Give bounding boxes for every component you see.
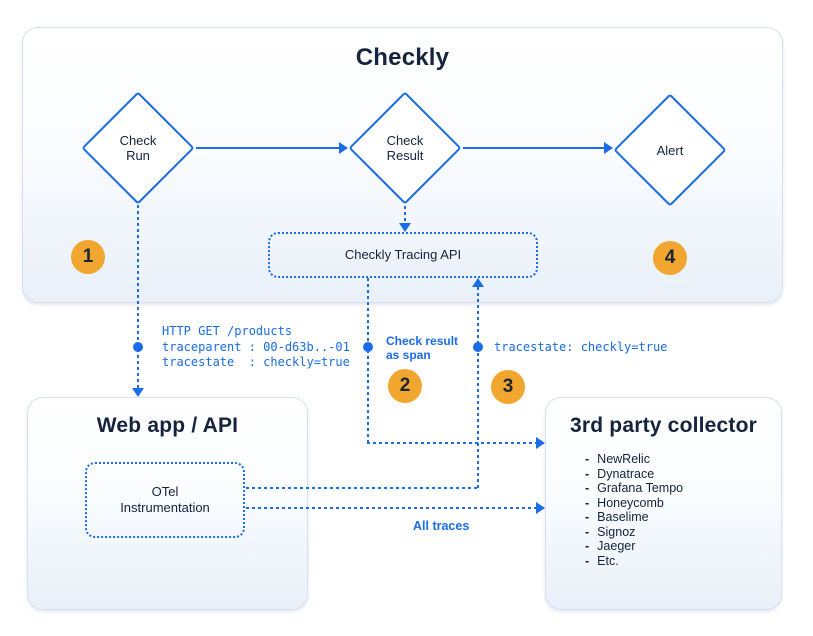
arrow-checkrun-to-checkresult-line [196, 147, 339, 149]
arrow-otel-to-tracingapi-head [472, 278, 484, 287]
tracing-api-box: Checkly Tracing API [268, 232, 538, 278]
list-bullet: - [585, 495, 590, 510]
arrow-checkresult-to-alert-head [604, 142, 613, 154]
collector-item-label: Etc. [597, 553, 619, 568]
list-item: -NewRelic [585, 452, 683, 467]
collector-item-label: Baselime [597, 510, 649, 524]
arrow-otel-to-tracingapi-vline [477, 287, 479, 488]
step-badge-3: 3 [491, 370, 525, 404]
trace-dot-3 [473, 342, 483, 352]
node-check-result: Check Result [348, 91, 462, 205]
list-bullet: - [585, 553, 590, 568]
collector-item-label: Jaeger [597, 539, 636, 553]
arrow-tracingapi-to-collector-hline [367, 442, 536, 444]
otel-instrumentation-box: OTel Instrumentation [85, 462, 245, 538]
arrow-checkrun-to-webapp-line [137, 205, 139, 388]
collector-panel [545, 397, 782, 610]
arrow-checkrun-to-webapp-head [132, 388, 144, 397]
arrow-checkrun-to-checkresult-head [339, 142, 348, 154]
arrow-otel-to-tracingapi-hline [246, 487, 479, 489]
collector-item-label: Honeycomb [597, 495, 664, 510]
list-item: -Baselime [585, 510, 683, 525]
web-app-title: Web app / API [96, 414, 239, 437]
node-alert-label: Alert [656, 142, 684, 158]
collector-title: 3rd party collector [569, 414, 758, 437]
list-bullet: - [585, 539, 590, 553]
list-bullet: - [585, 510, 590, 524]
list-bullet: - [585, 466, 590, 481]
collector-item-label: Grafana Tempo [597, 481, 684, 495]
collector-item-label: Signoz [597, 524, 636, 539]
http-request-annotation: HTTP GET /products traceparent : 00-d63b… [162, 324, 350, 369]
all-traces-label: All traces [413, 519, 470, 533]
step-badge-1: 1 [71, 240, 105, 274]
arrow-tracingapi-to-collector-vline [367, 278, 369, 443]
trace-dot-2 [363, 342, 373, 352]
arrow-tracingapi-to-collector-head [536, 437, 545, 449]
check-result-as-span-label: Check result as span [386, 334, 459, 362]
web-app-panel [27, 397, 308, 610]
list-bullet: - [585, 452, 590, 466]
collector-list: -NewRelic -Dynatrace -Grafana Tempo -Hon… [585, 452, 683, 568]
arrow-otel-to-collector-line [246, 507, 536, 509]
list-item: -Dynatrace [585, 467, 683, 482]
node-check-run: Check Run [81, 91, 195, 205]
step-badge-2: 2 [388, 369, 422, 403]
arrow-checkresult-to-tracingapi-line [404, 206, 406, 223]
list-bullet: - [585, 524, 590, 539]
list-item: -Etc. [585, 554, 683, 569]
trace-dot-1 [133, 342, 143, 352]
tracestate-annotation: tracestate: checkly=true [494, 340, 668, 354]
arrow-checkresult-to-alert-line [463, 147, 604, 149]
collector-item-label: Dynatrace [597, 466, 655, 481]
list-item: -Honeycomb [585, 496, 683, 511]
node-check-run-label: Check Run [119, 133, 157, 163]
list-item: -Signoz [585, 525, 683, 540]
list-item: -Jaeger [585, 539, 683, 554]
collector-item-label: NewRelic [597, 452, 650, 466]
node-alert: Alert [613, 93, 727, 207]
list-item: -Grafana Tempo [585, 481, 683, 496]
step-badge-4: 4 [653, 241, 687, 275]
arrow-otel-to-collector-head [536, 502, 545, 514]
arrow-checkresult-to-tracingapi-head [399, 223, 411, 232]
checkly-title: Checkly [355, 44, 450, 71]
list-bullet: - [585, 481, 590, 495]
node-check-result-label: Check Result [386, 133, 424, 163]
